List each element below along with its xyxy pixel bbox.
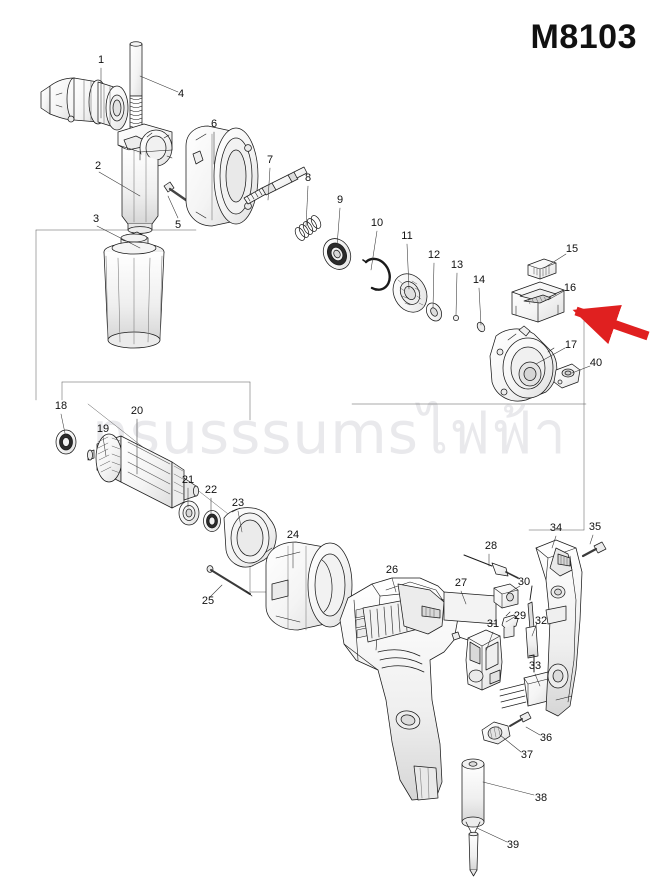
- part-7-spindle-shaft: [243, 166, 308, 205]
- part-callout-19[interactable]: 19: [96, 423, 110, 435]
- part-callout-38[interactable]: 38: [534, 792, 548, 804]
- part-callout-23[interactable]: 23: [231, 497, 245, 509]
- red-highlight-arrow: [572, 305, 650, 345]
- part-28-power-cord: [463, 554, 519, 579]
- leader-lines: [60, 67, 594, 843]
- part-callout-40[interactable]: 40: [589, 357, 603, 369]
- part-11-helical-gear: [392, 273, 428, 313]
- part-callout-31[interactable]: 31: [486, 618, 500, 630]
- part-15-lever-knob: [527, 258, 557, 280]
- part-1-chuck: [40, 77, 129, 131]
- part-25-long-screw: [206, 565, 253, 597]
- part-40-lever-plate: [553, 363, 581, 389]
- part-callout-29[interactable]: 29: [513, 610, 527, 622]
- part-12-washer: [426, 302, 442, 322]
- part-39-pin: [468, 831, 479, 877]
- part-33-capacitor: [499, 671, 553, 709]
- part-30-cord-holder: [493, 583, 519, 609]
- part-callout-33[interactable]: 33: [528, 660, 542, 672]
- part-callout-4[interactable]: 4: [177, 88, 185, 100]
- part-callout-17[interactable]: 17: [564, 339, 578, 351]
- part-callout-14[interactable]: 14: [472, 274, 486, 286]
- part-callout-6[interactable]: 6: [210, 118, 218, 130]
- part-callout-8[interactable]: 8: [304, 172, 312, 184]
- part-20-armature: [87, 433, 199, 509]
- part-31-switch: [451, 629, 503, 691]
- part-callout-11[interactable]: 11: [401, 230, 413, 242]
- part-35-screw: [581, 541, 607, 558]
- part-callout-21[interactable]: 21: [181, 474, 195, 486]
- part-callout-37[interactable]: 37: [520, 749, 534, 761]
- part-26-motor-housing: [339, 577, 459, 801]
- part-10-retaining-ring: [362, 257, 391, 291]
- part-4-rod: [129, 41, 143, 129]
- part-callout-13[interactable]: 13: [450, 259, 464, 271]
- part-36-screw: [509, 711, 532, 727]
- part-38-cord-protector: [461, 758, 485, 837]
- part-callout-36[interactable]: 36: [539, 732, 553, 744]
- part-17-gear-housing: [489, 325, 558, 402]
- part-37-cord-clamp: [481, 721, 511, 745]
- part-callout-26[interactable]: 26: [385, 564, 399, 576]
- part-callout-35[interactable]: 35: [588, 521, 602, 533]
- part-16-change-lever-assembly: [511, 281, 565, 323]
- part-18-bearing: [55, 429, 77, 455]
- part-callout-39[interactable]: 39: [506, 839, 520, 851]
- part-callout-18[interactable]: 18: [54, 400, 68, 412]
- part-callout-34[interactable]: 34: [549, 522, 563, 534]
- part-callout-28[interactable]: 28: [484, 540, 498, 552]
- part-callout-30[interactable]: 30: [517, 576, 531, 588]
- part-callout-24[interactable]: 24: [286, 529, 300, 541]
- part-27-name-plate: [443, 591, 497, 625]
- part-22-bearing: [203, 510, 221, 532]
- part-14-pin: [476, 321, 486, 333]
- part-callout-16[interactable]: 16: [563, 282, 577, 294]
- part-callout-9[interactable]: 9: [336, 194, 344, 206]
- part-callout-3[interactable]: 3: [92, 213, 100, 225]
- part-callout-2[interactable]: 2: [94, 160, 102, 172]
- part-6-gear-housing-cover: [185, 125, 259, 227]
- part-callout-12[interactable]: 12: [427, 249, 441, 261]
- part-9-ball-bearing: [322, 238, 352, 270]
- page-title: M8103: [530, 18, 637, 56]
- part-callout-5[interactable]: 5: [174, 219, 182, 231]
- part-callout-7[interactable]: 7: [266, 154, 274, 166]
- part-callout-1[interactable]: 1: [97, 54, 105, 66]
- part-callout-25[interactable]: 25: [201, 595, 215, 607]
- part-3-side-handle: [103, 231, 165, 349]
- part-21-washer: [178, 500, 200, 526]
- part-callout-22[interactable]: 22: [204, 484, 218, 496]
- part-24-stator: [265, 541, 353, 631]
- part-callout-27[interactable]: 27: [454, 577, 468, 589]
- part-29-terminal: [501, 611, 519, 639]
- part-8-spring: [294, 215, 322, 241]
- part-callout-10[interactable]: 10: [370, 217, 384, 229]
- part-2-spindle-housing: [117, 123, 173, 234]
- part-13-ball: [453, 315, 459, 321]
- part-callout-15[interactable]: 15: [565, 243, 579, 255]
- part-callout-20[interactable]: 20: [130, 405, 144, 417]
- part-callout-32[interactable]: 32: [534, 615, 548, 627]
- part-34-handle-cover: [535, 539, 583, 717]
- part-32-noise-suppressor: [525, 585, 539, 673]
